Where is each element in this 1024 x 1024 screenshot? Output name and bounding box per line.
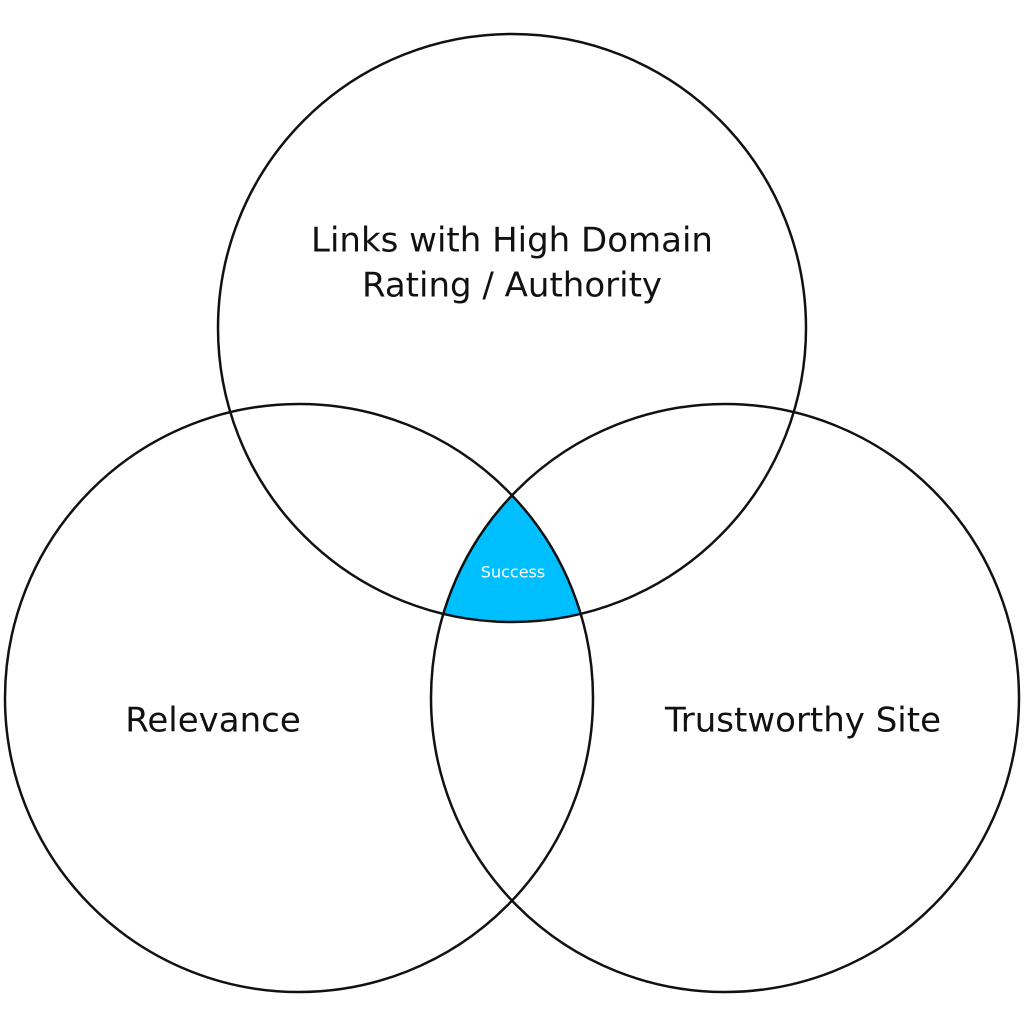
success-region	[431, 404, 593, 622]
top-circle-label-line-1: Links with High Domain	[311, 221, 713, 261]
right-circle-label: Trustworthy Site	[664, 701, 941, 741]
circle-left	[3, 402, 595, 994]
left-circle-label: Relevance	[125, 701, 301, 741]
success-label: Success	[481, 563, 545, 582]
circle-top	[216, 32, 808, 624]
circle-right	[429, 402, 1021, 994]
top-circle-label-line-2: Rating / Authority	[362, 266, 662, 306]
